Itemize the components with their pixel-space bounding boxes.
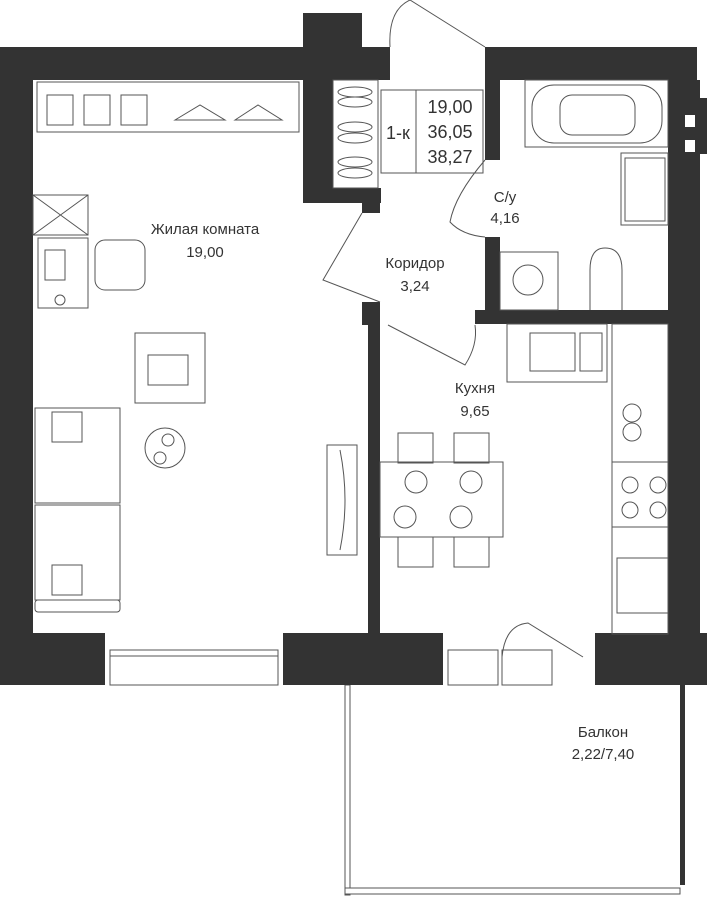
area-with-balcony-value: 38,27 [427, 147, 472, 167]
living-area-value: 19,00 [427, 97, 472, 117]
room-name-bathroom: С/у [494, 189, 517, 206]
balcony-outline [344, 684, 685, 896]
room-area-living: 19,00 [186, 244, 224, 261]
balcony-door [447, 622, 584, 686]
room-name-living: Жилая комната [151, 221, 260, 238]
room-area-corridor: 3,24 [400, 278, 429, 295]
walls [0, 13, 707, 685]
room-name-kitchen: Кухня [455, 380, 495, 397]
room-name-corridor: Коридор [385, 255, 444, 272]
room-area-bathroom: 4,16 [490, 210, 519, 227]
kitchen-fixtures [379, 323, 669, 635]
entrance-door [322, 0, 486, 366]
shoe-rack [332, 79, 379, 189]
window-living [109, 649, 279, 686]
wardrobe [36, 81, 300, 133]
apartment-info-box [380, 89, 484, 174]
room-area-balcony: 2,22/7,40 [572, 746, 635, 763]
total-area-value: 36,05 [427, 122, 472, 142]
bathroom-fixtures [499, 79, 669, 311]
living-furniture [32, 194, 358, 613]
room-name-balcony: Балкон [578, 724, 628, 741]
apartment-type: 1-к [386, 123, 410, 143]
room-area-kitchen: 9,65 [460, 403, 489, 420]
